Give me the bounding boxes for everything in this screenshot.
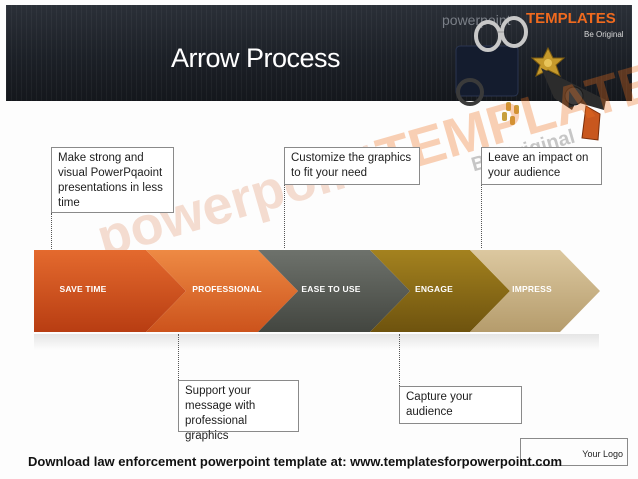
logo-text: Your Logo (582, 449, 623, 459)
header-banner: Arrow Process (6, 5, 632, 101)
arrow-professional (146, 250, 298, 332)
arrow-save-time (34, 250, 186, 332)
arrow-label-ease-to-use: EASE TO USE (301, 284, 361, 294)
arrow-reflection (34, 334, 599, 350)
leader-line (284, 185, 285, 248)
arrow-label-impress: IMPRESS (512, 284, 552, 294)
arrow-process-graphic (34, 250, 600, 332)
callout-professional: Support your message with professional g… (178, 380, 299, 442)
leader-line (481, 185, 482, 248)
brand-templates: TEMPLATES (526, 10, 616, 27)
callout-ease-to-use: Customize the graphics to fit your need (284, 147, 420, 185)
brand-logo: powerpoint TEMPLATES Be Original (442, 10, 632, 40)
arrow-label-save-time: SAVE TIME (59, 284, 107, 294)
leader-line (178, 334, 179, 380)
arrow-impress (470, 250, 600, 332)
arrow-engage (370, 250, 510, 332)
leader-line (399, 334, 400, 386)
callout-engage: Capture your audience (399, 386, 522, 424)
slide-title: Arrow Process (171, 43, 341, 73)
callout-impress: Leave an impact on your audience (481, 147, 602, 185)
police-equipment-image (455, 16, 606, 141)
callout-save-time: Make strong and visual PowerPqaoint pres… (51, 147, 174, 213)
arrow-ease-to-use (258, 250, 410, 332)
footer-download-text: Download law enforcement powerpoint temp… (28, 454, 563, 469)
arrow-label-engage: ENGAGE (414, 284, 454, 294)
leader-line (51, 213, 52, 249)
arrow-process: SAVE TIME PROFESSIONAL EASE TO USE ENGAG… (34, 248, 604, 334)
logo-placeholder: Your Logo (520, 438, 628, 466)
arrow-label-professional: PROFESSIONAL (192, 284, 262, 294)
brand-tagline: Be Original (584, 30, 624, 39)
